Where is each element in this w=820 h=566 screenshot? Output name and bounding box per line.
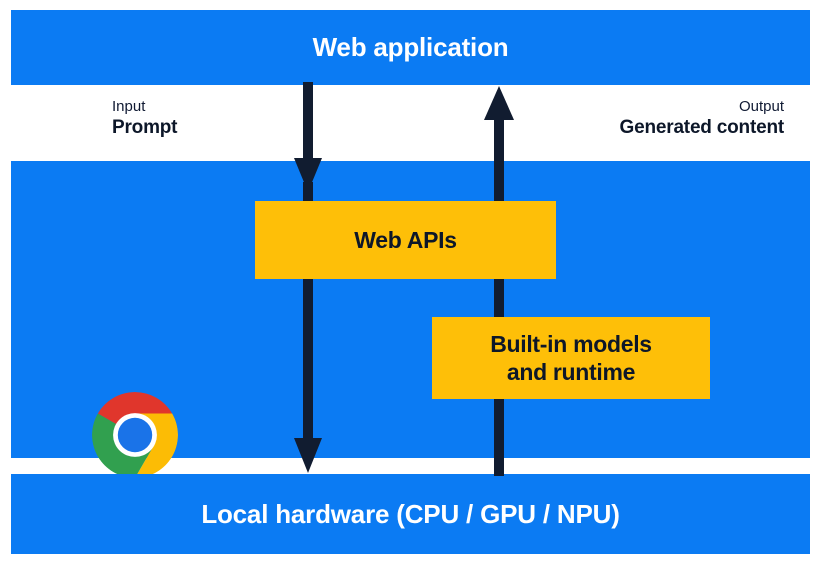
web-apis-label: Web APIs	[354, 226, 457, 253]
layer-web-application: Web application	[11, 10, 810, 85]
chrome-logo-icon	[92, 392, 178, 478]
flow-label-output: Output Generated content	[619, 97, 785, 141]
output-kind-label: Output	[738, 98, 784, 115]
web-application-label: Web application	[312, 32, 509, 62]
layer-local-hardware: Local hardware (CPU / GPU / NPU)	[11, 474, 810, 554]
component-built-in-models: Built-in models and runtime	[432, 317, 710, 399]
input-value-label: Prompt	[112, 117, 178, 139]
local-hardware-label: Local hardware (CPU / GPU / NPU)	[201, 498, 620, 529]
built-in-models-label: Built-in models and runtime	[490, 330, 652, 386]
component-web-apis: Web APIs	[255, 201, 556, 279]
built-in-models-label-line1: Built-in models	[490, 330, 652, 357]
output-value-label: Generated content	[619, 117, 785, 139]
input-kind-label: Input	[112, 98, 146, 115]
built-in-models-label-line2: and runtime	[506, 359, 636, 385]
flow-label-input: Input Prompt	[112, 97, 178, 141]
